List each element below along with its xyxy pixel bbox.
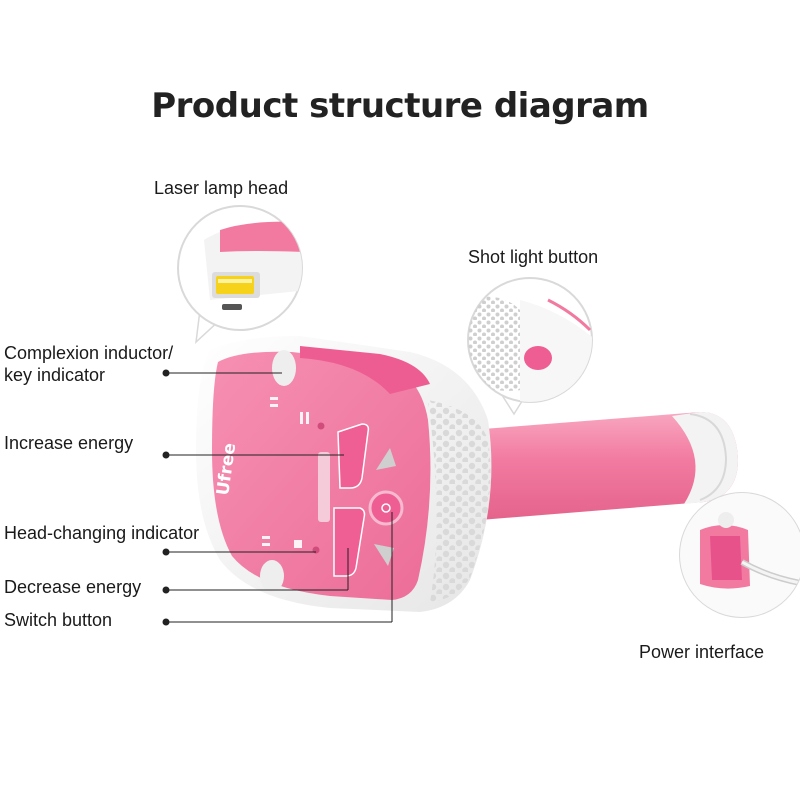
label-increase-energy: Increase energy: [4, 433, 134, 453]
label-laser-lamp-head: Laser lamp head: [154, 178, 289, 198]
callout-shot-light-button: [467, 277, 593, 416]
leader-lines: [166, 372, 393, 623]
device-handle: [470, 412, 738, 520]
leader-dots: [162, 369, 170, 626]
page-title: Product structure diagram: [151, 86, 649, 126]
label-complexion-inductor-line-2: key indicator: [4, 365, 106, 385]
callout-power-interface: [679, 492, 800, 618]
label-head-changing-indicator: Head-changing indicator: [4, 523, 200, 543]
label-complexion-inductor-line-1: Complexion inductor/: [4, 343, 174, 363]
label-power-interface: Power interface: [639, 642, 765, 662]
label-switch-button: Switch button: [4, 610, 113, 630]
label-shot-light-button: Shot light button: [468, 247, 599, 267]
label-complexion-inductor: Complexion inductor/ key indicator: [4, 342, 204, 386]
label-decrease-energy: Decrease energy: [4, 577, 142, 597]
device-head: Ufree: [196, 336, 492, 612]
callout-laser-lamp-head: [177, 205, 303, 344]
